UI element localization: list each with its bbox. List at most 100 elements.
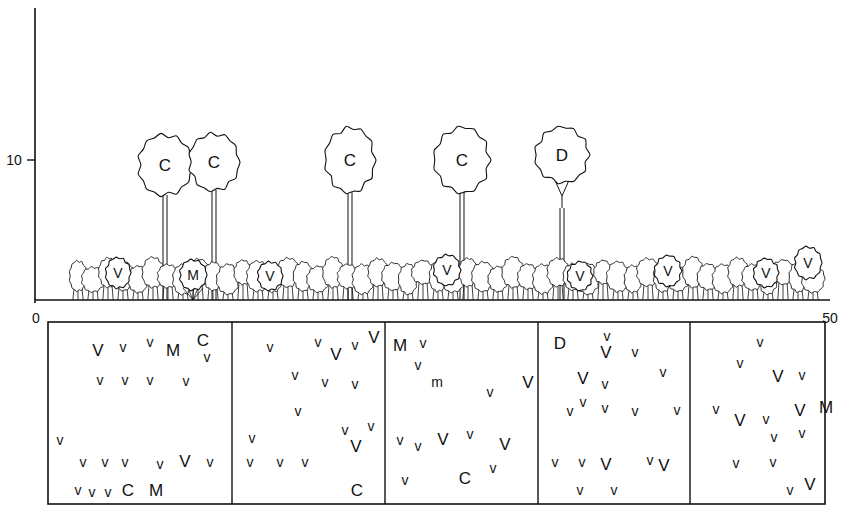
tree-crown: D — [534, 126, 590, 184]
plan-species-letter: v — [147, 373, 154, 387]
plan-species-letter: v — [647, 453, 654, 467]
shrub-crown-label: V — [567, 261, 593, 291]
plan-divider — [231, 322, 232, 504]
plan-species-letter: v — [342, 423, 349, 437]
species-letter: V — [663, 264, 672, 278]
plan-species-letter: V — [92, 342, 103, 359]
plan-species-letter: V — [600, 456, 611, 473]
plan-species-letter: v — [799, 368, 806, 382]
plan-species-letter: v — [207, 455, 214, 469]
plan-species-letter: v — [611, 483, 618, 497]
axis-value: 0 — [32, 311, 40, 325]
tree-trunk — [564, 208, 565, 300]
height-axis — [34, 8, 36, 303]
tree-trunk — [560, 208, 561, 300]
shrub-stem — [583, 292, 584, 300]
plan-species-letter: v — [122, 455, 129, 469]
plan-species-letter: V — [499, 436, 510, 453]
plan-species-letter: V — [368, 329, 379, 346]
shrub-stem — [517, 285, 518, 300]
plan-species-letter: v — [249, 431, 256, 445]
shrub-stem — [313, 290, 314, 300]
shrub-stem — [247, 282, 248, 300]
plan-species-letter: v — [277, 455, 284, 469]
shrub-stem — [478, 289, 479, 300]
plan-species-letter: V — [437, 431, 448, 448]
shrub-stem — [748, 287, 749, 300]
axis-value: 50 — [822, 311, 838, 325]
shrub-crown-label: V — [654, 255, 682, 287]
crown-shape — [434, 126, 491, 194]
plan-species-letter: V — [600, 344, 611, 361]
shrub-stem — [223, 292, 224, 300]
shrub-crown-label: V — [433, 254, 461, 286]
plan-species-letter: V — [179, 453, 190, 470]
plan-species-letter: v — [295, 404, 302, 418]
shrub-stem — [427, 282, 428, 300]
plan-species-letter: v — [368, 419, 375, 433]
crown-shape — [189, 132, 240, 191]
plan-species-letter: v — [602, 377, 609, 391]
plan-species-letter: v — [577, 483, 584, 497]
shrub-stem — [652, 284, 653, 300]
plan-species-letter: v — [57, 433, 64, 447]
plan-species-letter: v — [75, 483, 82, 497]
plan-species-letter: v — [105, 485, 112, 499]
shrub-stem — [253, 289, 254, 300]
shrub-stem — [343, 286, 344, 300]
plan-species-letter: v — [757, 335, 764, 349]
shrub-stem — [382, 284, 383, 300]
crown-shape — [325, 126, 376, 193]
crown-shape — [654, 255, 682, 287]
plan-species-letter: v — [302, 455, 309, 469]
shrub-crown-label: M — [179, 259, 207, 291]
plan-species-letter: v — [89, 485, 96, 499]
shrub-stem — [103, 285, 104, 300]
plan-species-letter: v — [674, 403, 681, 417]
shrub-stem — [388, 288, 389, 300]
shrub-stem — [808, 290, 809, 300]
plan-species-letter: V — [350, 438, 361, 455]
plan-species-letter: v — [733, 456, 740, 470]
shrub-stem — [787, 282, 788, 300]
plan-species-letter: M — [149, 482, 163, 499]
plan-species-letter: v — [157, 457, 164, 471]
shrub-stem — [283, 285, 284, 300]
plan-species-letter: v — [204, 350, 211, 364]
shrub-crown-label: V — [753, 258, 779, 288]
shrub-stem — [658, 289, 659, 300]
species-letter: V — [113, 266, 122, 280]
species-letter: V — [442, 263, 451, 277]
shrub-stem — [778, 282, 779, 300]
plan-species-letter: v — [122, 373, 129, 387]
crown-shape — [105, 257, 131, 289]
shrub-stem — [562, 284, 563, 300]
plan-species-letter: v — [97, 373, 104, 387]
plan-species-letter: v — [763, 412, 770, 426]
plan-species-letter: v — [80, 455, 87, 469]
shrub-stem — [472, 284, 473, 300]
plan-species-letter: V — [804, 476, 815, 493]
shrub-crown-label: V — [794, 246, 822, 280]
plan-species-letter: v — [147, 335, 154, 349]
plan-species-letter: v — [322, 375, 329, 389]
shrub-stem — [298, 289, 299, 300]
plan-species-letter: v — [771, 430, 778, 444]
crown-shape — [795, 246, 822, 280]
plan-species-letter: D — [554, 335, 566, 352]
shrub-stem — [118, 288, 119, 300]
plan-species-letter: v — [552, 455, 559, 469]
plan-species-letter: v — [660, 365, 667, 379]
plan-species-letter: v — [420, 336, 427, 350]
axis-value: 10 — [6, 153, 22, 167]
species-letter: V — [761, 266, 770, 280]
plan-species-letter: v — [632, 345, 639, 359]
shrub-stem — [538, 291, 539, 300]
plan-species-letter: v — [267, 340, 274, 354]
species-letter: C — [208, 154, 220, 171]
shrub-stem — [403, 292, 404, 300]
shrub-stem — [568, 288, 569, 300]
plan-species-letter: C — [122, 482, 134, 499]
tree-crown: C — [137, 133, 193, 197]
